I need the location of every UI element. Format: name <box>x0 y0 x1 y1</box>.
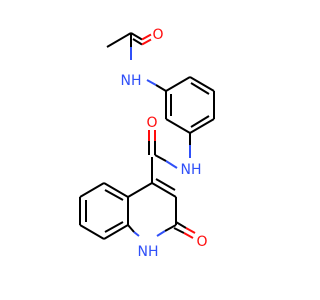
bond-ring-o-2b <box>183 232 194 239</box>
benzo-bond-5-inner <box>104 221 124 233</box>
bond-ring-o-2a <box>173 227 185 234</box>
pyr-bond-4a <box>133 231 140 237</box>
benzo-ring <box>79 182 129 240</box>
benzo-bond-1 <box>103 182 129 198</box>
phenyl-bond-4 <box>189 118 215 134</box>
acetyl-group <box>106 32 152 60</box>
pyr-bond-3a <box>164 224 177 232</box>
atom-label-nh-ring: NH <box>138 244 159 260</box>
pyr-bond-4b <box>127 224 135 233</box>
atom-label-nh-acetamide: NH <box>121 73 142 89</box>
pyr-bond-1-inner <box>155 178 176 191</box>
benzo-bond-2 <box>79 182 105 198</box>
phenyl-bond-2 <box>189 76 215 92</box>
bond-n-phenyl-a <box>146 79 157 86</box>
bond-methyl-carbonyl <box>106 32 132 48</box>
bond-ring-o-1b <box>185 227 196 234</box>
pyr-bond-3b <box>156 230 166 237</box>
bond-ring-o-1a <box>175 221 187 229</box>
atom-label-o-ring: O <box>196 234 207 250</box>
phenyl-bond-4-inner <box>190 115 210 128</box>
carboxamide-group <box>148 130 178 183</box>
bond-carbonyl-o-1 <box>130 32 143 41</box>
pyridinone-ring <box>127 178 177 237</box>
bond-carbonyl-o-1b <box>141 33 152 41</box>
bond-carbonyl-o-2 <box>132 38 143 46</box>
atom-label-o-carboxamide: O <box>146 115 157 131</box>
benzo-bond-5 <box>103 224 129 240</box>
phenyl-bond-1 <box>165 76 191 92</box>
benzo-bond-4 <box>79 224 105 240</box>
chemical-structure: O NH O NH NH O <box>79 27 215 260</box>
pyr-bond-1 <box>151 182 177 198</box>
atom-label-nh-carboxamide: NH <box>181 162 202 178</box>
pyr-bond-6 <box>127 182 153 198</box>
bond-n-phenyl-b <box>155 84 167 92</box>
bond-n-carbonyl-b <box>154 154 167 162</box>
bond-n-carbonyl-a <box>165 160 178 169</box>
benzo-bond-1-inner <box>104 189 124 201</box>
phenyl-bond-5 <box>165 118 191 134</box>
pyridinone-carbonyl <box>173 221 196 239</box>
bond-carbonyl-o-2b <box>141 38 152 46</box>
phenyl-bond-2-inner <box>190 82 210 95</box>
atom-label-o-acetyl: O <box>152 27 163 43</box>
phenyl-ring <box>165 76 215 134</box>
